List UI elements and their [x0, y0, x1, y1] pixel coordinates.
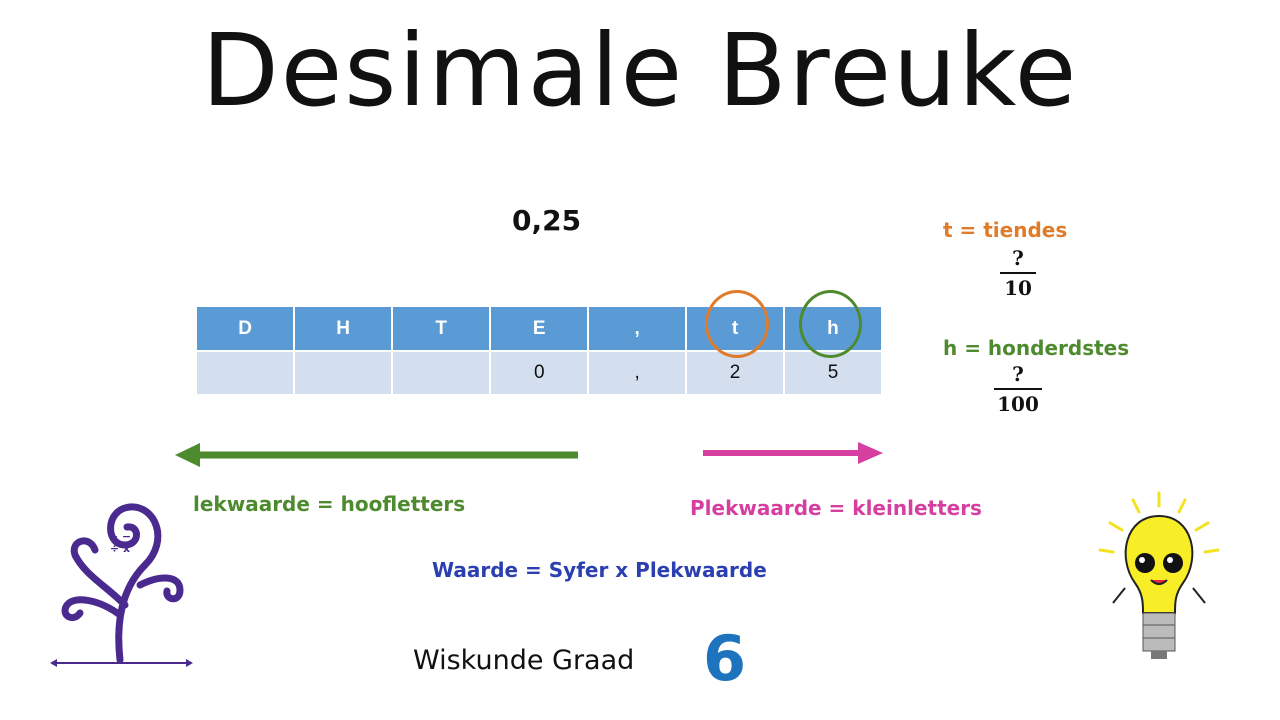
value-cell: 0: [489, 350, 590, 394]
decimal-number: 0,25: [512, 204, 582, 237]
fraction-numerator: ?: [1012, 362, 1024, 386]
header-cell: D: [194, 307, 296, 351]
left-arrow-icon: [175, 443, 578, 467]
header-cell: E: [489, 307, 590, 351]
value-cell: [194, 350, 296, 394]
header-cell: T: [391, 307, 492, 351]
logo-symbols: + −: [109, 530, 131, 543]
formula: Waarde = Syfer x Plekwaarde: [432, 558, 767, 582]
table-row: 0 , 2 5: [194, 350, 884, 394]
fraction-numerator: ?: [1012, 246, 1024, 270]
hundredths-fraction: ? 100: [994, 362, 1042, 416]
right-label: Plekwaarde = kleinletters: [690, 496, 982, 520]
fraction-denominator: 10: [1004, 276, 1032, 300]
tree-logo-icon: + − ÷ x: [50, 503, 193, 667]
lightbulb-icon: [1098, 491, 1220, 659]
arrows: [175, 442, 883, 467]
grade-number: 6: [703, 622, 747, 695]
hundredths-label: h = honderdstes: [943, 336, 1130, 360]
right-arrow-icon: [703, 442, 883, 464]
page-title: Desimale Breuke: [201, 12, 1079, 129]
table-header-row: D H T E , t h: [194, 307, 884, 351]
left-label: lekwaarde = hoofletters: [193, 492, 466, 516]
header-cell: ,: [587, 307, 687, 351]
footer-text: Wiskunde Graad: [413, 645, 635, 676]
svg-text:÷ x: ÷ x: [110, 542, 130, 555]
tenths-label: t = tiendes: [943, 218, 1068, 242]
value-cell: [391, 350, 492, 394]
fraction-denominator: 100: [997, 392, 1039, 416]
header-cell: H: [293, 307, 394, 351]
place-value-table: D H T E , t h 0 , 2 5: [194, 307, 884, 394]
value-cell: [293, 350, 394, 394]
tenths-fraction: ? 10: [1000, 246, 1036, 300]
value-cell: 2: [685, 350, 785, 394]
hundredths-highlight-circle: [799, 290, 862, 358]
tenths-highlight-circle: [705, 290, 769, 358]
value-cell: ,: [587, 350, 687, 394]
